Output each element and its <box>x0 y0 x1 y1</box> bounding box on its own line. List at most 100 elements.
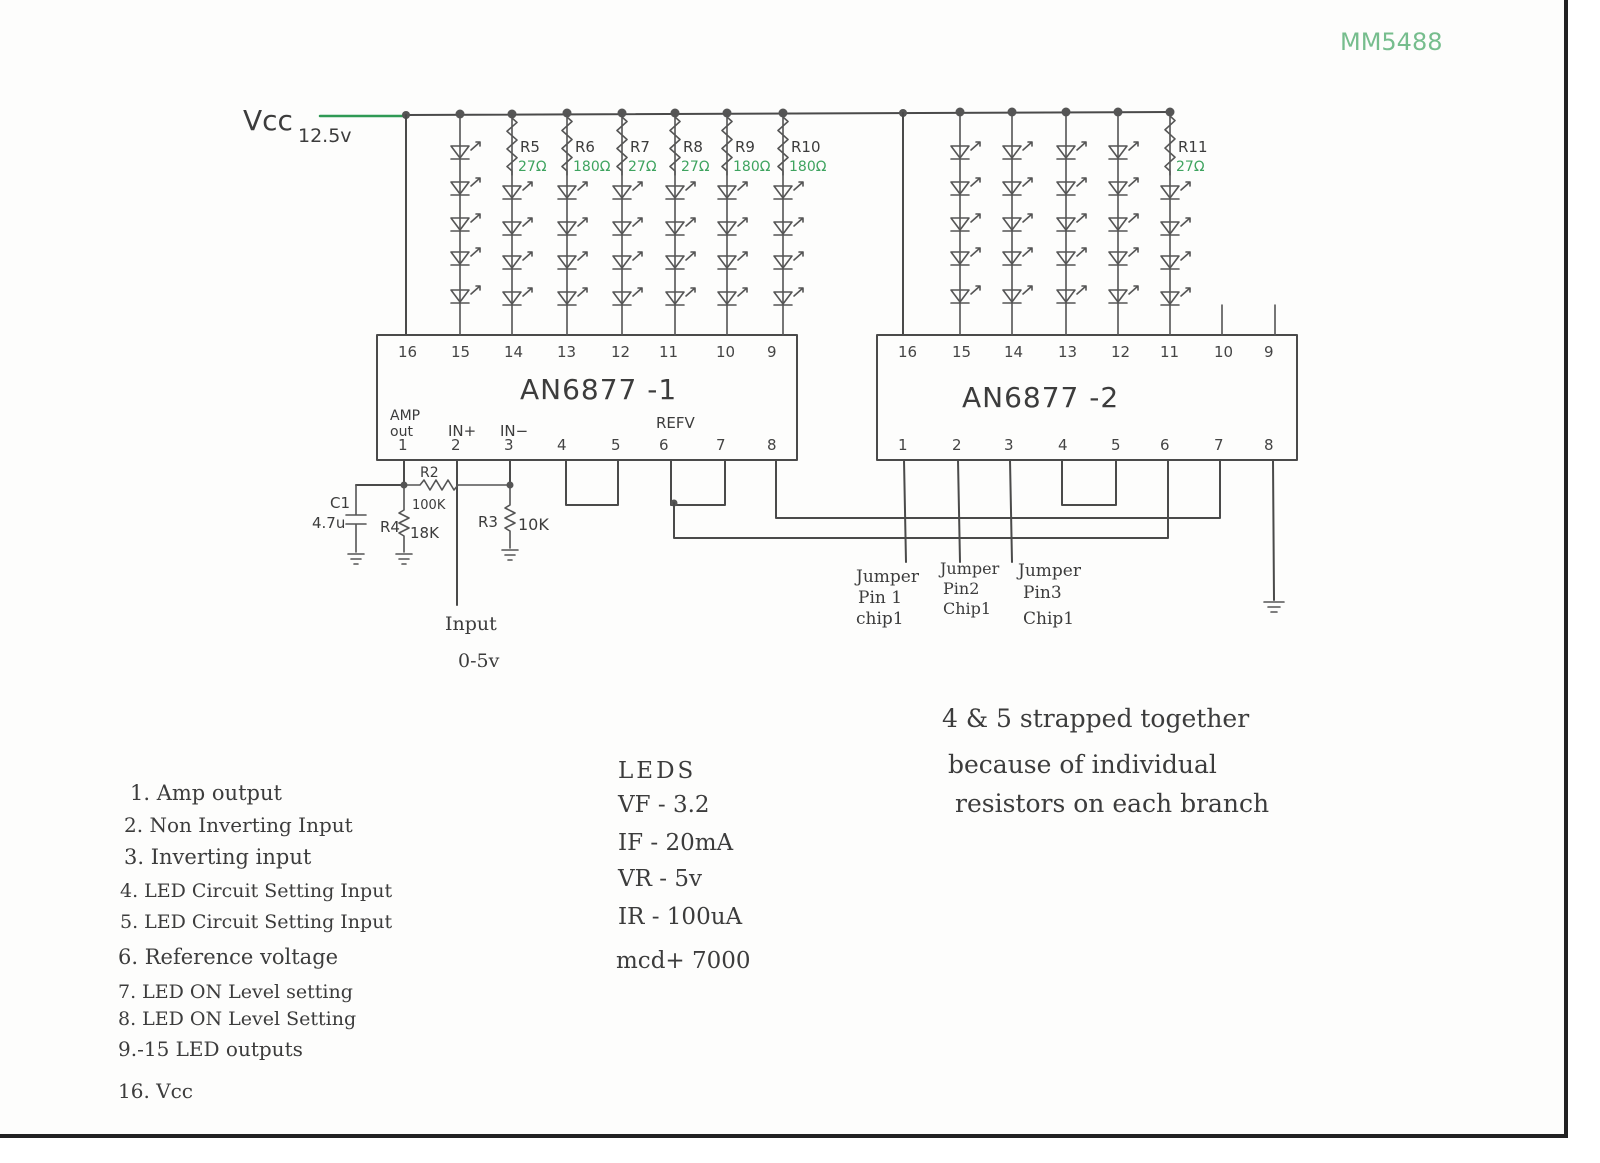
led-diode <box>502 287 533 306</box>
led-diode <box>612 287 643 306</box>
led-diode <box>557 287 588 306</box>
r3-value: 10K <box>518 515 549 534</box>
svg-text:Jumper: Jumper <box>1016 561 1082 581</box>
pin-number: 16 <box>398 343 417 361</box>
chip2-pin2-jumper <box>957 459 961 563</box>
led-diode <box>612 181 643 200</box>
led-spec-line: IF - 20mA <box>618 830 734 856</box>
legend-line: 8. LED ON Level Setting <box>118 1008 356 1030</box>
led-column <box>1002 107 1033 336</box>
pin-number: 6 <box>1160 436 1170 454</box>
led-diode <box>612 251 643 270</box>
pin-number: 7 <box>1214 436 1224 454</box>
svg-text:because of individual: because of individual <box>948 750 1217 779</box>
pin-number: 3 <box>504 436 514 454</box>
vcc-label: Vcc <box>243 104 293 137</box>
led-diode <box>950 247 981 266</box>
jumper-label-3: Jumper Pin3 Chip1 <box>1016 561 1082 629</box>
led-diode <box>1002 247 1033 266</box>
led-diode <box>1002 213 1033 232</box>
pin-number: 4 <box>1058 436 1068 454</box>
led-diode <box>450 247 481 266</box>
c1-capacitor <box>345 484 367 553</box>
led-diode <box>502 181 533 200</box>
resistor-value: 180Ω <box>573 159 611 175</box>
c1-name: C1 <box>330 494 350 512</box>
led-diode <box>773 181 804 200</box>
led-diode <box>557 181 588 200</box>
pin-number: 1 <box>898 436 908 454</box>
led-spec-line: VF - 3.2 <box>617 792 710 818</box>
pin-number: 4 <box>557 436 567 454</box>
pin-number: 16 <box>898 343 917 361</box>
led-diode <box>717 287 748 306</box>
pin-number: 7 <box>716 436 726 454</box>
led-spec-line: VR - 5v <box>617 866 702 892</box>
pin-number: 11 <box>659 343 678 361</box>
chip1-body <box>376 334 798 461</box>
led-diode <box>1002 285 1033 304</box>
resistor-name: R6 <box>575 138 595 156</box>
pin-legend: 1. Amp output 2. Non Inverting Input 3. … <box>118 781 392 1103</box>
pin-number: 9 <box>767 343 777 361</box>
pin-number: 6 <box>659 436 669 454</box>
chip1-pin6-7-strap <box>670 459 726 506</box>
resistor-value: 180Ω <box>733 159 771 175</box>
led-diode <box>1056 213 1087 232</box>
led-diode <box>450 177 481 196</box>
led-diode <box>1108 177 1139 196</box>
svg-text:Pin 1: Pin 1 <box>858 588 902 608</box>
svg-text:resistors on each branch: resistors on each branch <box>955 789 1269 818</box>
pin-number: 14 <box>504 343 523 361</box>
input-label: Input <box>445 613 497 635</box>
led-diode <box>665 287 696 306</box>
led-diode <box>717 251 748 270</box>
pin-number: 10 <box>1214 343 1233 361</box>
r2-resistor <box>403 479 511 491</box>
pin-number: 2 <box>451 436 461 454</box>
svg-text:chip1: chip1 <box>856 609 904 629</box>
resistor-value: 27Ω <box>1176 159 1205 175</box>
legend-line: 16. Vcc <box>118 1079 193 1103</box>
chip1-name: AN6877 -1 <box>520 373 677 406</box>
pin-number: 3 <box>1004 436 1014 454</box>
ground-symbol <box>501 549 519 561</box>
r4-name: R4 <box>380 518 400 536</box>
pin-number: 14 <box>1004 343 1023 361</box>
pin-number: 12 <box>1111 343 1130 361</box>
led-diode <box>502 251 533 270</box>
led-column <box>950 107 981 336</box>
c1-value: 4.7u <box>312 514 345 532</box>
led-diode <box>502 217 533 236</box>
led-diode <box>717 217 748 236</box>
led-diode <box>773 287 804 306</box>
ground-symbol <box>1263 601 1285 613</box>
chip1-refv-label: REFV <box>656 414 696 432</box>
led-diode <box>450 213 481 232</box>
led-diode <box>950 213 981 232</box>
led-diode <box>1108 141 1139 160</box>
led-diode <box>950 285 981 304</box>
chip2-pin3-jumper <box>1009 459 1013 563</box>
r2-value: 100K <box>412 498 446 513</box>
led-column <box>1056 107 1087 336</box>
pin-number: 5 <box>1111 436 1121 454</box>
input-range: 0-5v <box>458 650 500 672</box>
resistor-name: R10 <box>791 138 821 156</box>
svg-text:Pin3: Pin3 <box>1023 583 1062 603</box>
chip2-name: AN6877 -2 <box>962 381 1119 414</box>
led-diode <box>950 177 981 196</box>
r4-resistor <box>398 484 410 553</box>
pin-number: 1 <box>398 436 408 454</box>
led-diode <box>1160 251 1191 270</box>
led-column <box>450 109 481 336</box>
led-diode <box>1056 247 1087 266</box>
legend-line: 4. LED Circuit Setting Input <box>120 880 392 902</box>
